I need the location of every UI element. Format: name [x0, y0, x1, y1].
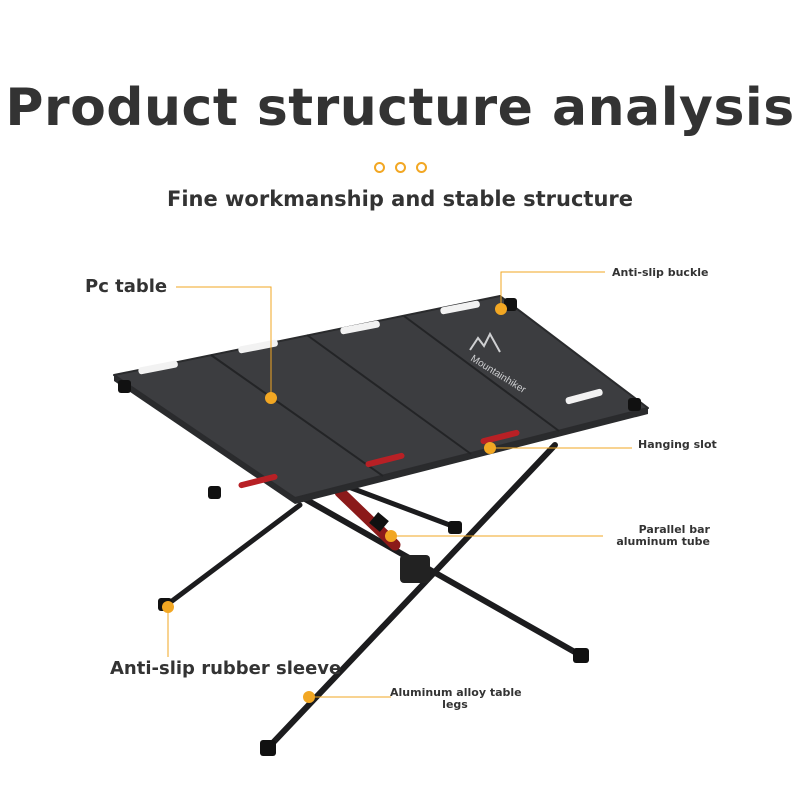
dot-icon — [394, 162, 406, 173]
label-anti-slip-buckle: Anti-slip buckle — [612, 266, 709, 279]
label-pc-table: Pc table — [85, 276, 168, 297]
foot-rubber — [260, 740, 276, 756]
hanging-slots — [138, 300, 603, 405]
table-top-edge — [295, 408, 648, 504]
page-subtitle: Fine workmanship and stable structure — [166, 187, 634, 211]
callout-dot-icon — [385, 530, 397, 542]
decorative-dots — [0, 158, 800, 177]
callout-dot-icon — [495, 303, 507, 315]
callout-dot-icon — [162, 601, 174, 613]
hanging-slots-red — [238, 429, 520, 489]
callout-lines — [167, 271, 632, 698]
label-anti-slip-rubber-sleeve: Anti-slip rubber sleeve — [110, 658, 342, 679]
leg-back-left — [165, 502, 303, 607]
page-title: Product structure analysis — [5, 78, 795, 138]
foot-rubber — [573, 648, 589, 663]
dot-icon — [373, 162, 385, 173]
label-parallel-bar-line2: aluminum tube — [616, 535, 710, 548]
tube-joint — [369, 512, 389, 532]
label-hanging-slot: Hanging slot — [638, 438, 717, 451]
label-aluminum-legs-line2: legs — [442, 698, 468, 711]
table-top-edge — [114, 375, 295, 504]
callout-dot-icon — [303, 691, 315, 703]
foot-rubber — [448, 521, 462, 534]
label-parallel-bar: Parallel bar aluminum tube — [600, 524, 710, 548]
label-aluminum-legs-line1: Aluminum alloy table — [390, 686, 522, 699]
center-hub — [400, 555, 430, 583]
corner-buckles — [118, 298, 641, 499]
dot-icon — [415, 162, 427, 173]
label-aluminum-legs: Aluminum alloy table legs — [390, 686, 522, 711]
callout-dot-icon — [484, 442, 496, 454]
table-top — [113, 295, 649, 499]
callout-dots — [162, 303, 507, 703]
leg-front-right — [295, 492, 583, 658]
label-parallel-bar-line1: Parallel bar — [638, 523, 710, 536]
callout-dot-icon — [265, 392, 277, 404]
panel-seams — [210, 315, 560, 477]
